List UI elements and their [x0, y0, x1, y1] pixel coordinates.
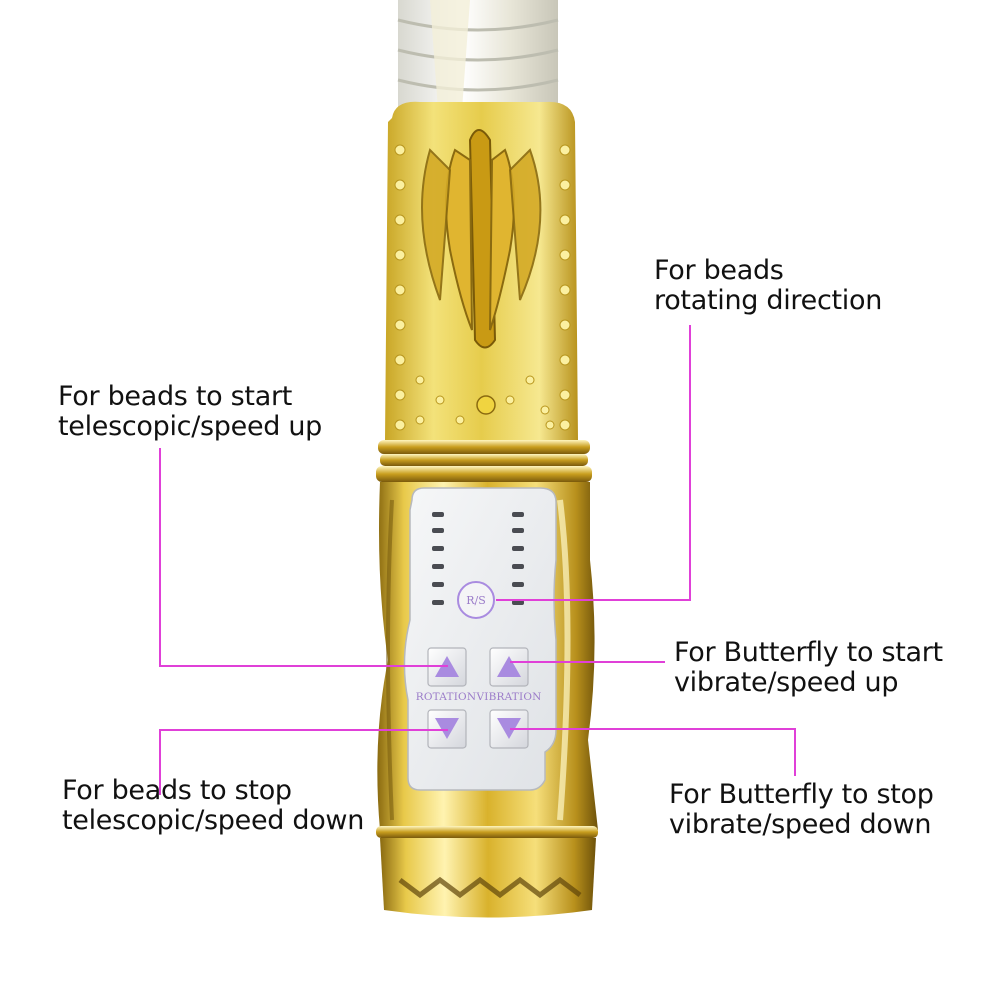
- leader-line-butterfly-stop: [510, 728, 796, 776]
- rs-label: R/S: [466, 594, 486, 607]
- annotation-line: For beads: [654, 255, 784, 286]
- leader-line-rotating-direction: [496, 325, 691, 601]
- annotation-line: For beads to stop: [62, 775, 292, 806]
- annotation-beads-stop: For beads to stop telescopic/speed down: [62, 776, 364, 836]
- leader-line-beads-stop: [159, 729, 448, 795]
- annotation-line: For Butterfly to stop: [669, 779, 934, 810]
- clear-top-section: [397, 0, 559, 120]
- vibration-label: VIBRATION: [475, 691, 541, 703]
- annotation-butterfly-stop: For Butterfly to stop vibrate/speed down: [669, 780, 934, 840]
- annotation-rotating-direction: For beads rotating direction: [654, 256, 882, 316]
- butterfly-stimulator: [421, 129, 542, 415]
- arrow-down-icon: [497, 718, 521, 739]
- annotation-beads-start: For beads to start telescopic/speed up: [58, 382, 322, 442]
- arrow-up-icon: [497, 656, 521, 677]
- gold-ring: [376, 440, 592, 482]
- arrow-down-icon: [435, 718, 459, 739]
- rs-button[interactable]: R/S: [457, 581, 495, 619]
- gold-shaft: [385, 101, 578, 441]
- annotation-butterfly-start: For Butterfly to start vibrate/speed up: [674, 638, 943, 698]
- annotation-line: For beads to start: [58, 381, 293, 412]
- leader-lines: [159, 325, 796, 795]
- annotation-line: vibrate/speed up: [674, 667, 899, 698]
- vibration-up-button[interactable]: [489, 647, 529, 687]
- base-cap: [376, 826, 598, 918]
- leader-line-beads-start: [159, 448, 448, 667]
- rotation-label: ROTATION: [416, 691, 477, 703]
- vibration-down-button[interactable]: [489, 709, 529, 749]
- led-indicator-icon: [432, 512, 524, 605]
- control-panel: [403, 487, 557, 791]
- annotation-line: rotating direction: [654, 285, 883, 316]
- annotation-line: For Butterfly to start: [674, 637, 943, 668]
- annotation-line: telescopic/speed up: [58, 411, 323, 442]
- annotation-line: vibrate/speed down: [669, 809, 932, 840]
- annotation-line: telescopic/speed down: [62, 805, 365, 836]
